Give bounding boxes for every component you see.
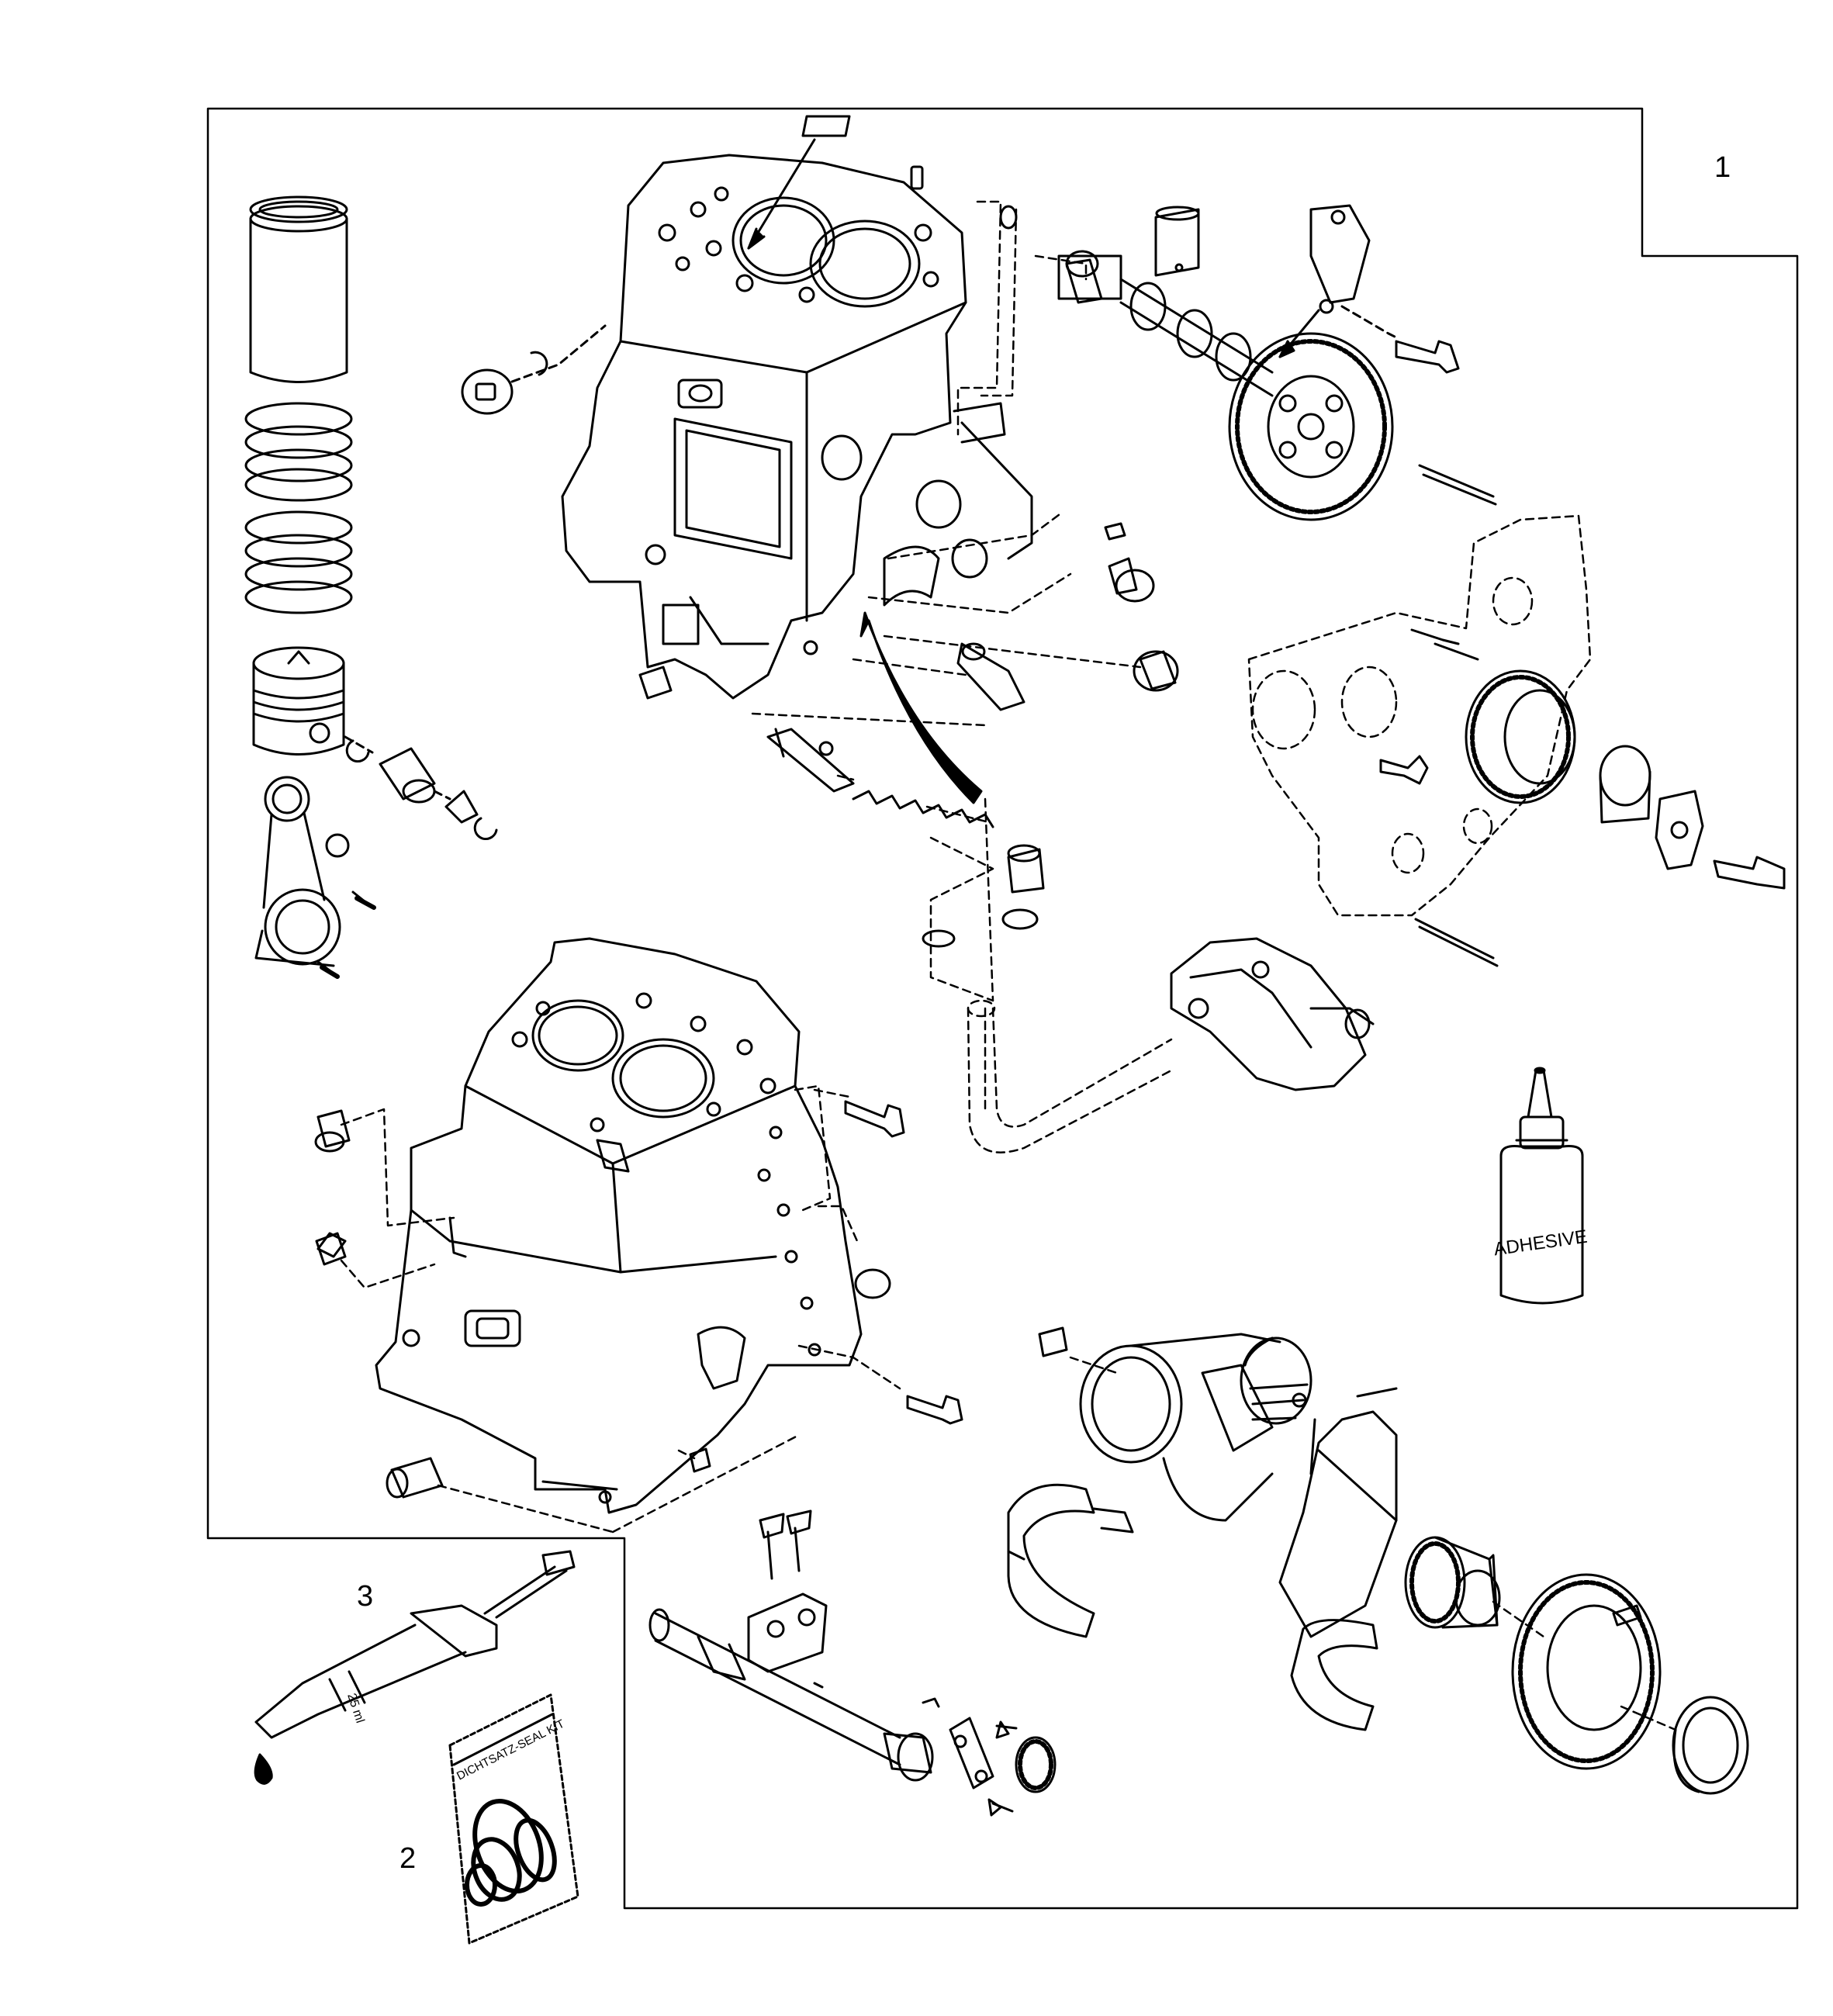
assembly-guide-lines: [751, 200, 1142, 1111]
callout-1: 1: [1714, 151, 1731, 184]
crankshaft-icon: [1038, 1326, 1501, 1638]
pinion-gear-icon: [922, 1697, 1057, 1817]
adhesive-bottle-icon: [1499, 1067, 1584, 1305]
idler-bushing-icon: [1599, 745, 1651, 824]
seal-kit-bag-icon: [448, 1693, 579, 1945]
kit-boundary-frame: [206, 107, 1799, 1910]
engine-block-lower-icon: [375, 937, 863, 1514]
piston-pin-icon: [344, 735, 498, 840]
pressure-spring-icon: [852, 790, 994, 828]
relief-valve-icon: [922, 844, 1045, 948]
suction-pipe-icon: [967, 999, 1173, 1153]
idler-gear-icon: [1465, 669, 1576, 804]
crank-seal-icon: [1672, 1696, 1749, 1795]
sealant-syringe-icon: [254, 1550, 576, 1739]
hex-bolt-icon: [1395, 340, 1460, 374]
adhesive-bottle-label: ADHESIVE: [1492, 1226, 1589, 1260]
crank-guide-lines: [1069, 1356, 1677, 1731]
core-plug-icon: [461, 324, 607, 415]
oil-pump-icon: [1170, 937, 1375, 1091]
cylinder-liner-icon: [249, 195, 348, 383]
seal-kit-label: DICHTSATZ-SEAL KIT: [455, 1717, 566, 1783]
lower-block-bolt-icon: [689, 1100, 963, 1473]
engine-block-upper-icon: [561, 154, 1033, 756]
camshaft-icon: [1057, 254, 1274, 397]
connecting-rod-icon: [254, 776, 376, 979]
flange-bolt-icon: [1379, 755, 1429, 785]
block-plug-icon: [314, 1109, 444, 1499]
oil-drop-icon: [254, 1753, 273, 1785]
retainer-plate-icon: [1655, 790, 1786, 890]
plug-small-icon: [638, 666, 673, 700]
block-dowel-icon: [747, 115, 924, 250]
thrust-plate-icon: [1278, 204, 1398, 358]
oil-passage-arrow: [859, 611, 983, 804]
piston-icon: [252, 646, 345, 756]
shaft-bracket-icon: [747, 1509, 828, 1689]
crank-gear-icon: [1511, 1573, 1662, 1770]
syringe-volume-mark: 25 ml: [344, 1692, 366, 1724]
timing-cover-plate-icon: [1247, 514, 1592, 917]
piston-ring-icon: [244, 402, 353, 614]
callout-3: 3: [357, 1580, 373, 1613]
balancer-shaft-icon: [648, 1608, 934, 1782]
cam-pin-icon: [1154, 206, 1200, 277]
callout-2: 2: [399, 1842, 416, 1875]
stud-bolt-icon: [1410, 464, 1499, 967]
camshaft-gear-icon: [1228, 332, 1394, 521]
main-bearing-shell-icon: [1007, 1483, 1378, 1731]
oil-nozzle-icon: [766, 642, 1025, 793]
lower-block-guide-lines: [340, 1084, 901, 1534]
camshaft-bushing-icon: [999, 205, 1179, 692]
